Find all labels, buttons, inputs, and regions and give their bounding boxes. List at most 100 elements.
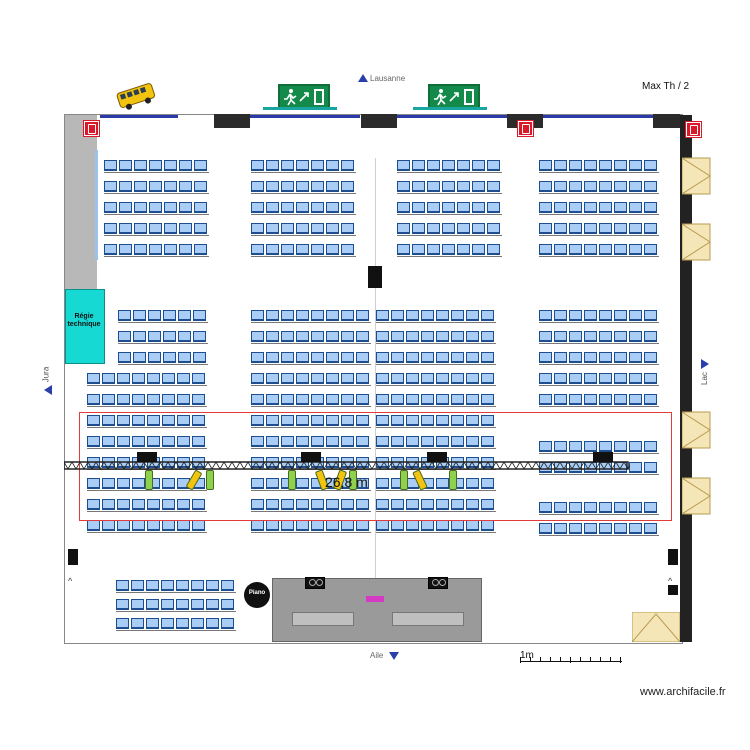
row-line xyxy=(376,385,496,386)
row-line xyxy=(118,364,208,365)
row-line xyxy=(118,343,208,344)
seat xyxy=(481,331,494,342)
seat xyxy=(161,580,174,591)
seat xyxy=(192,520,205,531)
row-line xyxy=(539,364,659,365)
seat xyxy=(176,599,189,610)
small-triangle: ^ xyxy=(68,576,73,586)
seat xyxy=(326,394,339,405)
row-line xyxy=(104,235,209,236)
seat xyxy=(451,499,464,510)
top-wall-black-2 xyxy=(361,114,397,128)
seat xyxy=(296,310,309,321)
seat xyxy=(356,499,369,510)
seat xyxy=(296,331,309,342)
seat xyxy=(614,223,627,234)
seat xyxy=(629,352,642,363)
seat xyxy=(116,618,129,629)
seat xyxy=(163,310,176,321)
bottom-direction-label: Aile xyxy=(370,651,384,660)
seat xyxy=(481,394,494,405)
row-line xyxy=(251,256,356,257)
seat xyxy=(281,310,294,321)
seat xyxy=(311,244,324,255)
seat xyxy=(644,373,657,384)
seat xyxy=(266,160,279,171)
seat xyxy=(644,244,657,255)
control-room-label: Régie technique xyxy=(67,313,101,328)
seat xyxy=(192,499,205,510)
seat xyxy=(251,160,264,171)
seat xyxy=(614,202,627,213)
seat xyxy=(296,478,309,489)
seat xyxy=(584,160,597,171)
seat xyxy=(87,478,100,489)
seat xyxy=(554,181,567,192)
seat xyxy=(134,160,147,171)
seat xyxy=(584,310,597,321)
seat xyxy=(251,181,264,192)
seat xyxy=(117,373,130,384)
seat xyxy=(569,394,582,405)
row-line xyxy=(539,474,659,475)
seat xyxy=(177,499,190,510)
row-line xyxy=(251,364,371,365)
seat xyxy=(251,202,264,213)
seat xyxy=(436,373,449,384)
seat xyxy=(147,499,160,510)
seat xyxy=(193,331,206,342)
row-line xyxy=(251,511,371,512)
seat xyxy=(296,181,309,192)
top-wall-blue-1 xyxy=(100,115,178,118)
seat xyxy=(644,331,657,342)
seat xyxy=(164,181,177,192)
seat xyxy=(194,181,207,192)
seat xyxy=(266,499,279,510)
row-line xyxy=(251,490,371,491)
seat xyxy=(281,499,294,510)
seat xyxy=(87,499,100,510)
seat xyxy=(599,202,612,213)
seat xyxy=(116,580,129,591)
seat xyxy=(629,310,642,321)
seat xyxy=(116,599,129,610)
seat xyxy=(251,310,264,321)
seat xyxy=(192,373,205,384)
seat xyxy=(451,436,464,447)
seat xyxy=(119,223,132,234)
seat xyxy=(436,478,449,489)
seat xyxy=(341,223,354,234)
seat xyxy=(326,436,339,447)
row-line xyxy=(104,193,209,194)
seat xyxy=(481,310,494,321)
seat xyxy=(376,478,389,489)
speaker-icon xyxy=(137,452,157,462)
seat xyxy=(266,478,279,489)
seat xyxy=(281,331,294,342)
control-room xyxy=(65,289,105,364)
seat xyxy=(391,394,404,405)
exit-sign-2-base xyxy=(413,107,487,110)
seat xyxy=(102,373,115,384)
seat xyxy=(376,415,389,426)
seat xyxy=(117,499,130,510)
seat xyxy=(296,436,309,447)
seat xyxy=(162,394,175,405)
scale-tick xyxy=(580,657,581,661)
exit-sign-icon xyxy=(284,89,324,106)
seat xyxy=(436,415,449,426)
seat xyxy=(569,202,582,213)
seat xyxy=(266,394,279,405)
seat xyxy=(442,223,455,234)
row-line xyxy=(397,235,502,236)
seat xyxy=(466,352,479,363)
row-line xyxy=(376,406,496,407)
seat xyxy=(629,441,642,452)
seat xyxy=(326,499,339,510)
seat xyxy=(146,580,159,591)
row-line xyxy=(87,511,207,512)
speaker-icon xyxy=(428,577,448,589)
seat xyxy=(554,202,567,213)
seat xyxy=(412,244,425,255)
row-line xyxy=(539,193,659,194)
